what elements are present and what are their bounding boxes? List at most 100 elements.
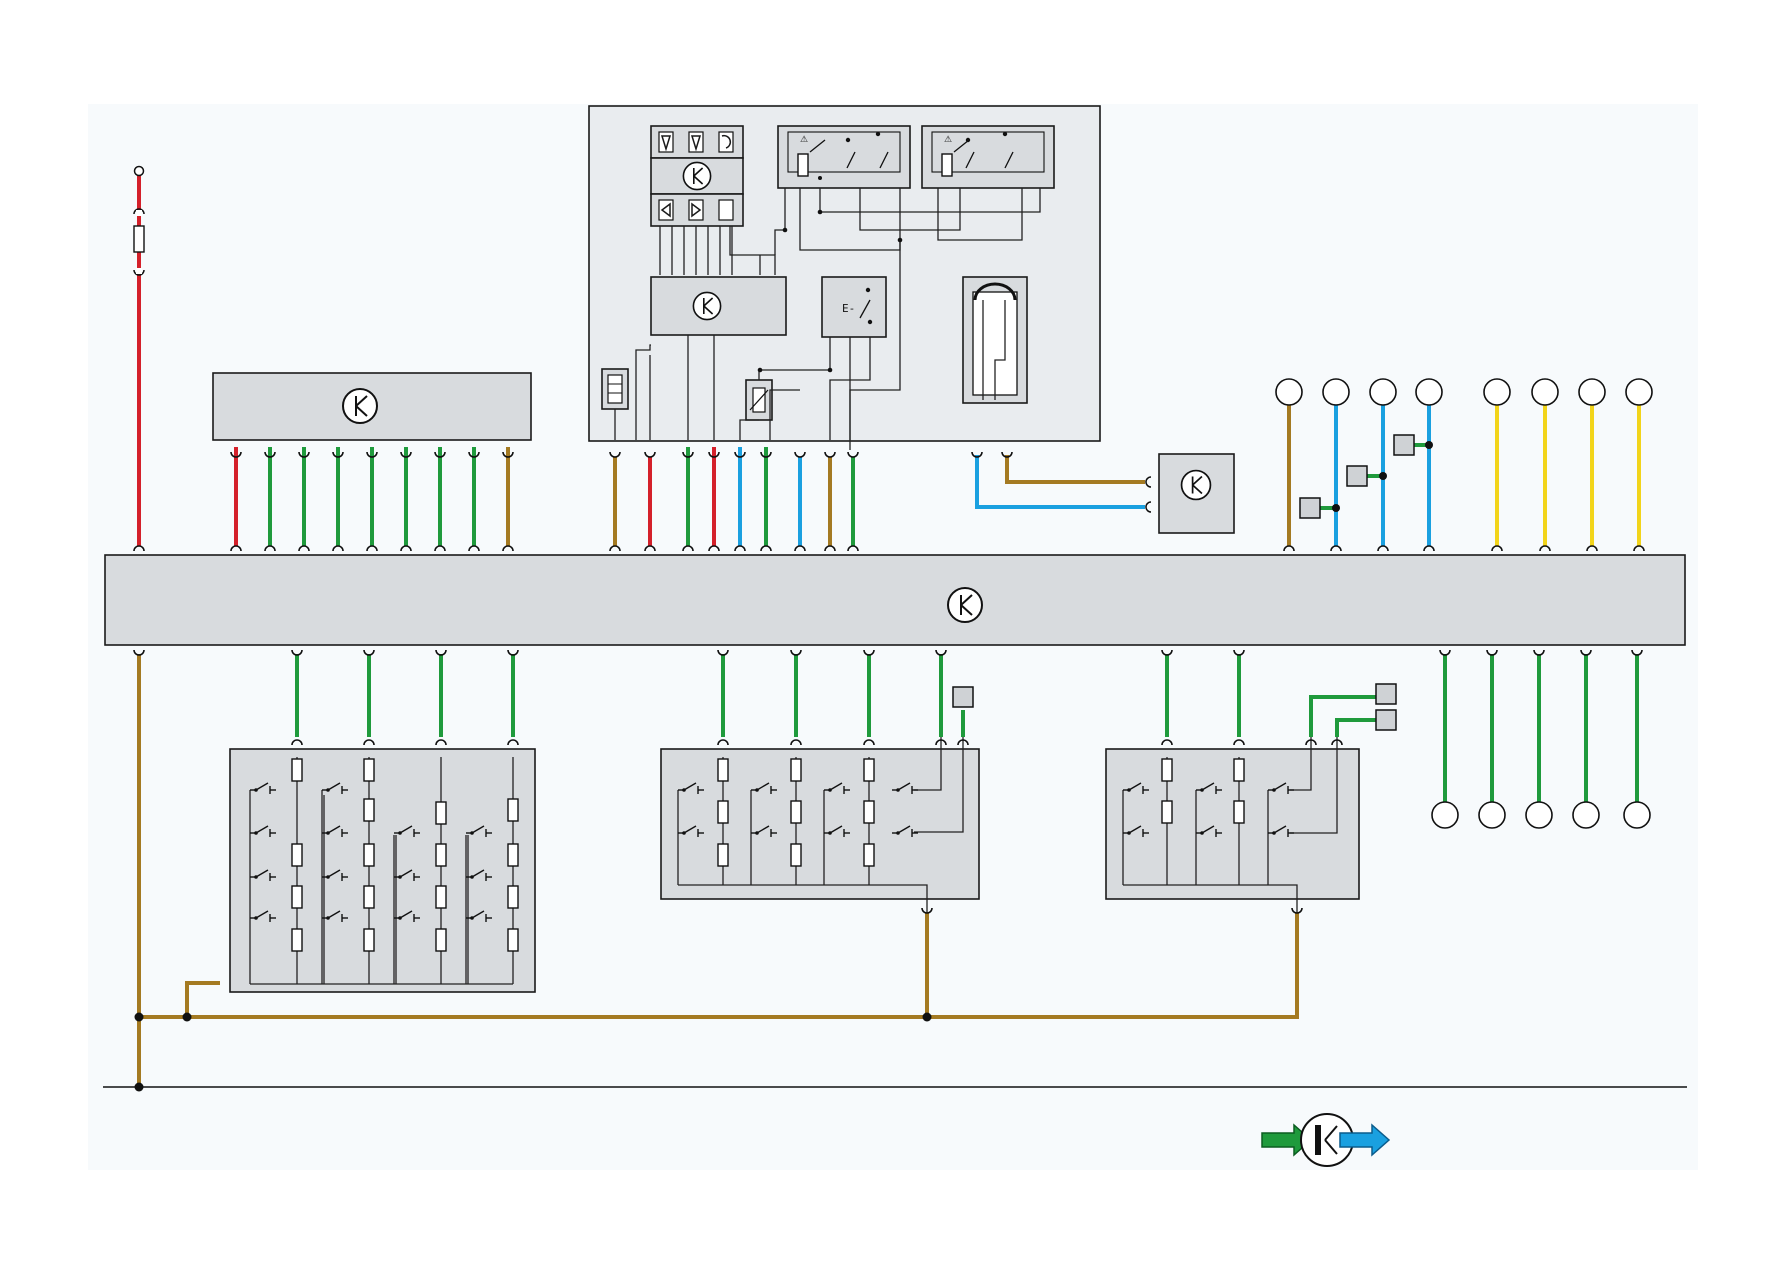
connector-arc <box>863 649 875 656</box>
connector-arc <box>847 545 859 552</box>
connector-arc <box>435 649 447 656</box>
connector-arc <box>1580 649 1592 656</box>
switch-block-2 <box>660 737 980 912</box>
connector-arc <box>502 545 514 552</box>
connector-arc <box>291 739 303 746</box>
connector-arcs <box>133 451 1645 914</box>
output-arrow-icon <box>1339 1123 1391 1157</box>
internal-wiring <box>614 188 1041 450</box>
connector-arc <box>400 451 412 458</box>
connector-arc <box>1633 545 1645 552</box>
svg-text:E-: E- <box>842 302 855 315</box>
indicator-module <box>650 125 744 227</box>
terminal <box>1275 378 1303 406</box>
connector-arc <box>824 451 836 458</box>
terminal <box>1572 801 1600 829</box>
connector-arc <box>230 545 242 552</box>
terminal <box>1322 378 1350 406</box>
connector-arc <box>847 451 859 458</box>
plug-icon <box>1346 465 1368 487</box>
connector-arc <box>1001 451 1013 458</box>
terminal <box>1578 378 1606 406</box>
connector-arc <box>1233 649 1245 656</box>
top-left-module-icon <box>342 388 378 424</box>
connector-arc <box>921 907 933 914</box>
connector-arc <box>363 649 375 656</box>
connector-arc <box>363 739 375 746</box>
plug-icon <box>1299 497 1321 519</box>
terminal <box>1623 801 1651 829</box>
connector-arc <box>366 545 378 552</box>
connector-arc <box>609 545 621 552</box>
connector-arc <box>717 739 729 746</box>
connector-arc <box>760 451 772 458</box>
inner-control-unit-icon <box>692 291 722 321</box>
connector-arc <box>644 451 656 458</box>
connector-arc <box>609 451 621 458</box>
resistor-pack <box>601 368 629 410</box>
terminal <box>1531 378 1559 406</box>
plug-icon <box>1375 683 1397 705</box>
connector-arc <box>264 451 276 458</box>
connector-arc <box>863 739 875 746</box>
terminal <box>1415 378 1443 406</box>
plug-icon <box>1375 709 1397 731</box>
antenna-module <box>962 276 1028 404</box>
right-top-wires <box>1287 405 1641 546</box>
connector-arc <box>1161 649 1173 656</box>
connector-arc <box>790 649 802 656</box>
svg-text:⚠: ⚠ <box>944 135 952 145</box>
connector-arc <box>1330 545 1342 552</box>
inner-switch: E- <box>821 276 887 338</box>
amplifier-icon <box>1180 469 1212 501</box>
wires-top-left <box>234 447 510 546</box>
relay-1: ⚠ <box>777 125 911 189</box>
connector-arc <box>1586 545 1598 552</box>
connector-arc <box>502 451 514 458</box>
connector-arc <box>1631 649 1643 656</box>
connector-arc <box>824 545 836 552</box>
connector-arc <box>1305 739 1317 746</box>
connector-arc <box>1283 545 1295 552</box>
antenna-wires <box>975 453 1235 534</box>
terminal <box>1478 801 1506 829</box>
connector-arc <box>435 739 447 746</box>
connector-arc <box>734 451 746 458</box>
connector-arc <box>1423 545 1435 552</box>
connector-arc <box>1491 545 1503 552</box>
connector-arc <box>434 451 446 458</box>
connector-arc <box>794 451 806 458</box>
connector-arc <box>1291 907 1303 914</box>
signal-legend <box>1261 1113 1391 1167</box>
main-control-unit <box>104 554 1686 646</box>
connector-arc <box>468 451 480 458</box>
terminal <box>1483 378 1511 406</box>
connector-arc <box>957 739 969 746</box>
terminal <box>1525 801 1553 829</box>
variable-resistor <box>745 379 773 421</box>
connector-arc <box>1439 649 1451 656</box>
relay-2: ⚠ <box>921 125 1055 189</box>
connector-arc <box>734 545 746 552</box>
switch-block-3 <box>1105 737 1360 912</box>
battery-supply <box>133 165 145 546</box>
connector-arc <box>1331 739 1343 746</box>
connector-arc <box>1161 739 1173 746</box>
connector-arc <box>366 451 378 458</box>
connector-arc <box>507 739 519 746</box>
connector-arc <box>264 545 276 552</box>
terminal <box>1369 378 1397 406</box>
connector-arc <box>298 451 310 458</box>
connector-arc <box>1233 739 1245 746</box>
connector-arc <box>682 451 694 458</box>
terminal <box>1431 801 1459 829</box>
plug-icon <box>952 686 974 708</box>
connector-arc <box>708 451 720 458</box>
plug-icon <box>1393 434 1415 456</box>
connector-arc <box>1377 545 1389 552</box>
connector-arc <box>400 545 412 552</box>
connector-arc <box>644 545 656 552</box>
wires-upper-assembly <box>613 447 855 546</box>
connector-arc <box>468 545 480 552</box>
connector-arc <box>794 545 806 552</box>
